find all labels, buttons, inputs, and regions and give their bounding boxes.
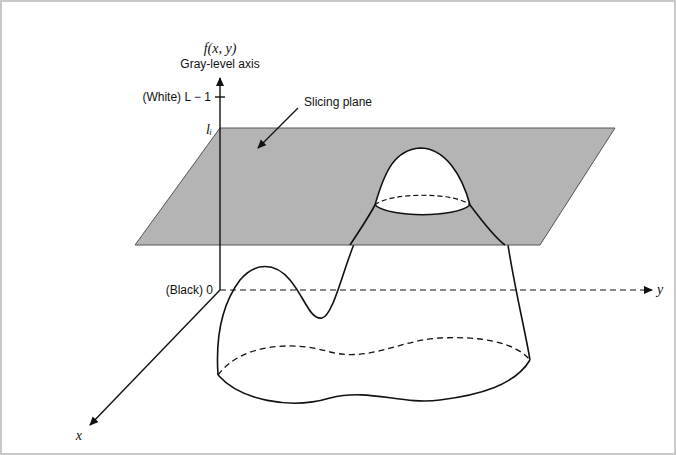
axis-tick (215, 96, 225, 97)
axis-title: Gray-level axis (180, 57, 259, 71)
surface-profile (350, 205, 375, 245)
surface-base-back (218, 338, 530, 375)
surface-profile (217, 230, 360, 375)
x-axis (90, 290, 220, 425)
axis-function-label: f(x, y) (204, 42, 237, 56)
gray-level-axis (219, 78, 220, 290)
y-axis-label: y (657, 283, 663, 297)
slice-contour (375, 205, 470, 215)
surface-cap (375, 148, 470, 215)
leader-line (258, 108, 298, 148)
surface-base (218, 360, 530, 403)
slice-level-label: lᵢ (206, 123, 212, 137)
y-axis (220, 289, 652, 290)
origin-label: (Black) 0 (166, 283, 213, 297)
max-level-label: (White) L − 1 (142, 90, 211, 104)
surface-profile (508, 245, 530, 360)
slicing-plane (135, 128, 615, 245)
surface-profile (470, 205, 505, 245)
x-axis-label: x (76, 429, 82, 443)
surface-peak (375, 148, 470, 205)
slice-contour-back (375, 195, 470, 205)
plane-label: Slicing plane (304, 95, 372, 109)
